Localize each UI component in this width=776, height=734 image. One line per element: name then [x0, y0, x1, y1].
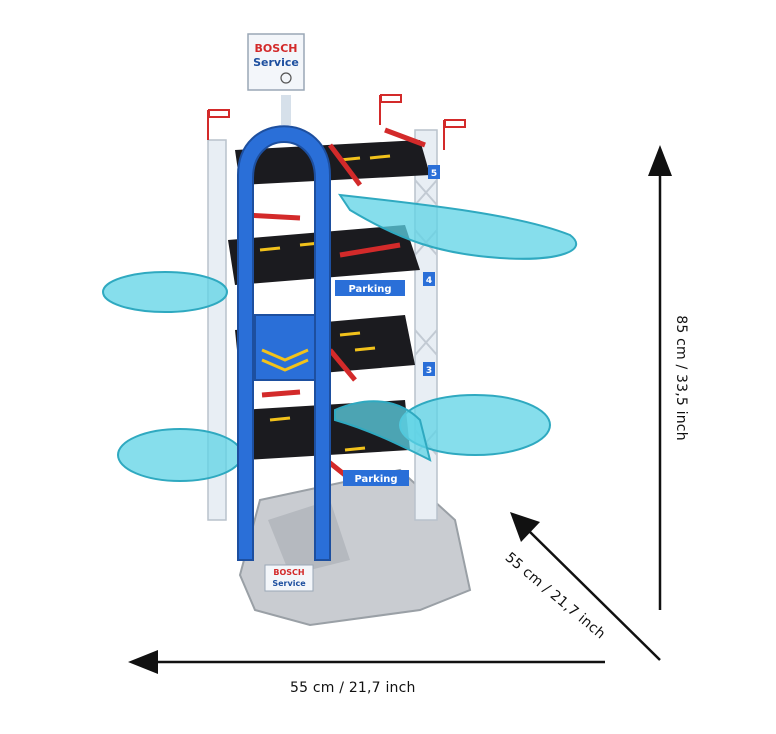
top-pole	[281, 95, 291, 125]
parking-label-upper: Parking	[348, 284, 391, 295]
parking-label-lower: Parking	[354, 474, 397, 485]
level-number-3: 3	[426, 366, 432, 376]
top-sign-service: Service	[253, 56, 299, 69]
base-bosch-sign	[264, 564, 314, 592]
level-badge-4	[423, 272, 435, 286]
flags	[207, 94, 466, 150]
level-number-5: 5	[431, 169, 437, 179]
red-guard-rails	[244, 127, 426, 477]
base-sign-brand: BOSCH	[273, 568, 304, 577]
lane-markings	[259, 154, 391, 452]
width-dimension-label: 55 cm / 21,7 inch	[290, 680, 416, 696]
parking-sign-lower	[343, 470, 409, 486]
bosch-logo-icon	[280, 72, 292, 84]
top-bosch-sign	[247, 33, 305, 91]
base-sign-service: Service	[272, 579, 306, 588]
level-badge-3	[423, 362, 435, 376]
level-badge-5	[428, 165, 440, 179]
right-frame-column	[414, 129, 438, 521]
elevator-chevrons	[261, 348, 309, 372]
parking-sign-upper	[335, 280, 405, 296]
level-number-4: 4	[426, 276, 432, 286]
height-arrow	[648, 145, 672, 610]
left-frame-column	[207, 139, 227, 521]
height-dimension-label: 85 cm / 33,5 inch	[673, 315, 689, 441]
blue-tower-arch	[237, 125, 331, 561]
deck-level-5	[235, 140, 430, 185]
depth-arrow	[510, 512, 661, 661]
top-sign-brand: BOSCH	[255, 42, 298, 55]
width-arrow	[128, 650, 605, 674]
